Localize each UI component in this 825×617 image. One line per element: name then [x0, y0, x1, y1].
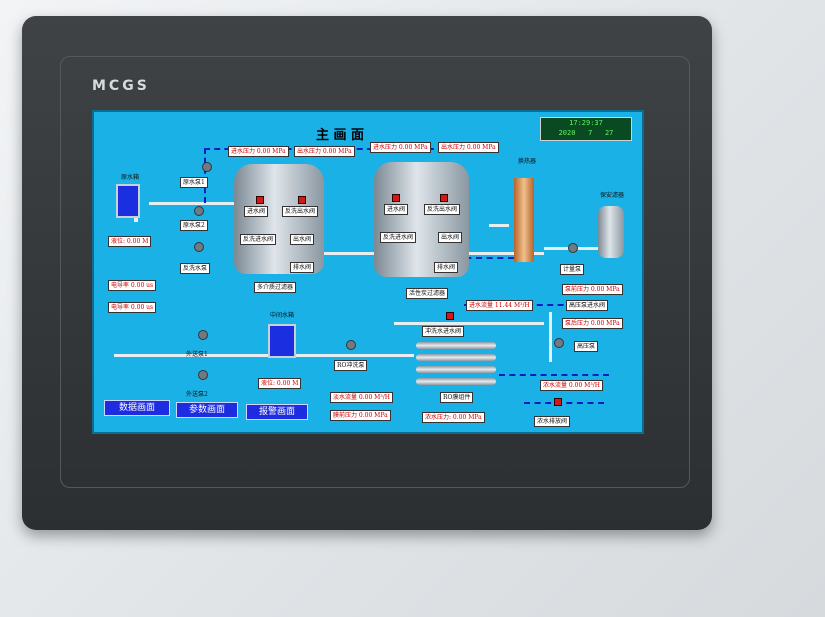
backwash-pump-label: 反洗水泵: [180, 263, 211, 274]
ro-tube-3[interactable]: [416, 366, 496, 373]
valve-cf-b[interactable]: [440, 194, 448, 202]
heat-exchanger[interactable]: [514, 178, 534, 262]
backwash-in-valve2[interactable]: 反洗进水阀: [380, 232, 417, 243]
mid-level-readout: 液位: 0.00 M: [258, 378, 302, 389]
dash-mid-right: [444, 257, 514, 259]
multimedia-filter-tank[interactable]: [234, 164, 324, 274]
dash-ro-out: [499, 374, 609, 376]
hp-pump-label: 高压泵: [574, 341, 599, 352]
transfer-pump1-icon[interactable]: [198, 330, 208, 340]
pipe-to-hx: [489, 224, 509, 227]
valve-ro-inlet[interactable]: [446, 312, 454, 320]
raw-tank-label: 原水箱: [121, 174, 140, 181]
clock-date: 2020 7 27: [541, 128, 631, 138]
nav-data-button[interactable]: 数据画面: [104, 400, 170, 416]
transfer-pump1-label: 外送泵1: [186, 351, 208, 358]
hp-pump-valve[interactable]: 高压泵进水阀: [566, 300, 609, 311]
clock-month: 7: [588, 129, 593, 137]
backwash-in-valve1[interactable]: 反洗进水阀: [240, 234, 277, 245]
valve-conc-drain[interactable]: [554, 398, 562, 406]
clean-flow-readout: 淡水流量 0.00 M³/H: [330, 392, 393, 403]
valve-mm-a[interactable]: [256, 196, 264, 204]
raw-level-readout: 液位: 0.00 M: [108, 236, 152, 247]
raw-pump2-icon[interactable]: [194, 206, 204, 216]
outlet-pressure2: 出水压力 0.00 MPa: [438, 142, 499, 153]
post-pump-pressure: 泵后压力 0.00 MPa: [562, 318, 623, 329]
ro-group-label: RO膜组件: [440, 392, 474, 403]
backwash-out-valve2[interactable]: 反洗出水阀: [424, 204, 461, 215]
conc-drain-valve[interactable]: 浓水排放阀: [534, 416, 571, 427]
dash-top-left: [204, 148, 206, 203]
flush-inlet-valve[interactable]: 冲洗水进水阀: [422, 326, 465, 337]
clock-time: 17:29:37: [569, 119, 603, 127]
drain-valve1[interactable]: 排水阀: [290, 262, 315, 273]
outlet-pressure1: 出水压力 0.00 MPa: [294, 146, 355, 157]
nav-params-button[interactable]: 参数画面: [176, 402, 238, 418]
raw-pump2-label: 原水泵2: [180, 220, 208, 231]
dosing-pump-icon[interactable]: [568, 243, 578, 253]
transfer-pump2-label: 外送泵2: [186, 391, 208, 398]
drain-valve2[interactable]: 排水阀: [434, 262, 459, 273]
ro-pressure-readout: 电导率 0.00 us: [108, 280, 157, 291]
valve-cf-a[interactable]: [392, 194, 400, 202]
pipe-mid-row: [114, 354, 414, 357]
clock-year: 2020: [558, 129, 576, 137]
transfer-pump2-icon[interactable]: [198, 370, 208, 380]
inlet-flow-readout: 进水流量 11.44 M³/H: [466, 300, 533, 311]
backwash-out-valve1[interactable]: 反洗出水阀: [282, 206, 319, 217]
out-valve1[interactable]: 出水阀: [290, 234, 315, 245]
backwash-pump-icon[interactable]: [194, 242, 204, 252]
mid-tank[interactable]: [268, 324, 296, 358]
raw-tank[interactable]: [116, 184, 140, 218]
inlet-valve2[interactable]: 进水阀: [384, 204, 409, 215]
ro-tube-4[interactable]: [416, 378, 496, 385]
inlet-pressure2: 进水压力 0.00 MPa: [370, 142, 431, 153]
carbon-filter-tank[interactable]: [374, 162, 469, 277]
conc-pressure-readout: 浓水压力: 0.00 MPa: [422, 412, 485, 423]
dash-conc-drain: [524, 402, 604, 404]
ro-tds-readout: 电导率 0.00 us: [108, 302, 157, 313]
mid-tank-label: 中间水箱: [270, 312, 295, 319]
pipe-raw-out: [149, 202, 249, 205]
hp-pump-icon[interactable]: [554, 338, 564, 348]
conc-flow-readout: 浓水流量 0.00 M³/H: [540, 380, 603, 391]
clock-day: 27: [604, 129, 614, 137]
ro-tube-2[interactable]: [416, 354, 496, 361]
ro-flush-pump-label: RO冲洗泵: [334, 360, 368, 371]
brand-logo: MCGS: [92, 78, 150, 94]
inlet-pressure1: 进水压力 0.00 MPa: [228, 146, 289, 157]
nav-alarm-button[interactable]: 报警画面: [246, 404, 308, 420]
raw-pump1-label: 原水泵1: [180, 177, 208, 188]
ro-tube-1[interactable]: [416, 342, 496, 349]
clean-pressure-readout: 膜前压力 0.00 MPa: [330, 410, 391, 421]
bezel-inner-frame: [60, 56, 690, 488]
clock-display: 17:29:37 2020 7 27: [540, 117, 632, 141]
pre-pump-pressure: 泵前压力 0.00 MPa: [562, 284, 623, 295]
pipe-hx-out: [544, 247, 624, 250]
hmi-screen[interactable]: 主 画 面 17:29:37 2020 7 27 原水箱 液位: 0.00 M …: [92, 110, 644, 434]
dosing-pump-label: 计量泵: [560, 264, 585, 275]
pipe-hp-loop: [549, 312, 552, 362]
valve-mm-b[interactable]: [298, 196, 306, 204]
inlet-valve1[interactable]: 进水阀: [244, 206, 269, 217]
raw-pump1-icon[interactable]: [202, 162, 212, 172]
ro-flush-pump-icon[interactable]: [346, 340, 356, 350]
out-valve2[interactable]: 出水阀: [438, 232, 463, 243]
security-filter[interactable]: [598, 206, 624, 258]
security-filter-label: 保安滤器: [600, 192, 625, 199]
carbon-filter-label: 活性炭过滤器: [406, 288, 449, 299]
heat-exchanger-label: 换热器: [518, 158, 537, 165]
pipe-ro-link: [394, 322, 544, 325]
page-title: 主 画 面: [316, 128, 365, 143]
multimedia-filter-label: 多介质过滤器: [254, 282, 297, 293]
